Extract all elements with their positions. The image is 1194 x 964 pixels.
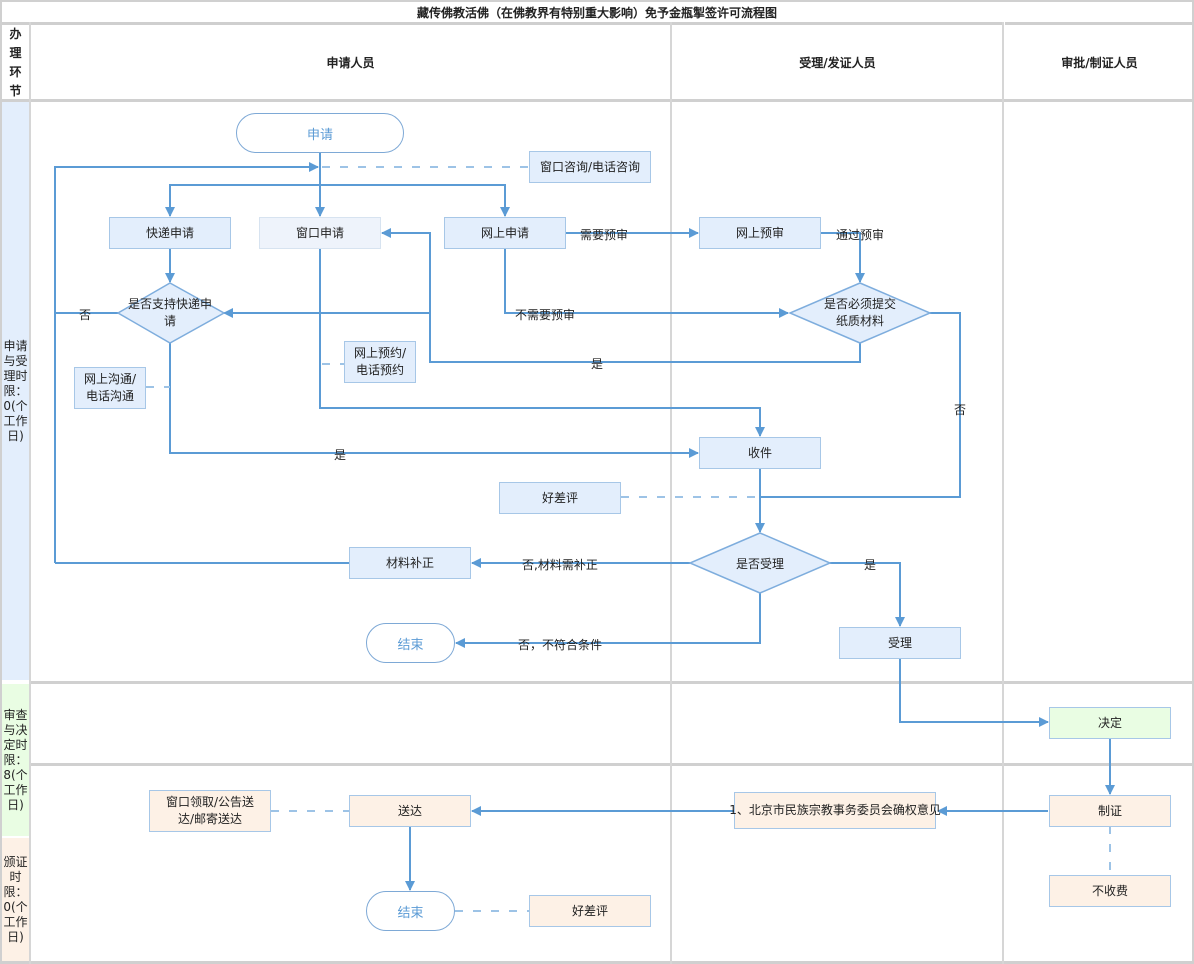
stage-header-label: 办理环节 xyxy=(9,26,22,98)
edge-decision-accept xyxy=(830,562,905,627)
grid-line xyxy=(30,763,1194,766)
edge-support-yes xyxy=(169,343,699,458)
edge-branch-online xyxy=(320,184,510,217)
decision-support-express-label: 是否支持快递申请 xyxy=(128,297,213,328)
decide-box[interactable]: 决定 xyxy=(1049,707,1171,739)
decision-support-express xyxy=(116,282,226,344)
column-header-acceptor: 受理/发证人员 xyxy=(672,22,1003,100)
grid-line xyxy=(0,961,1194,964)
column-header-approver: 审批/制证人员 xyxy=(1005,22,1194,100)
diagram-title: 藏传佛教活佛（在佛教界有特别重大影响）免予金瓶掣签许可流程图 xyxy=(0,0,1194,22)
window-apply-box[interactable]: 窗口申请 xyxy=(259,217,381,249)
edge-loop-back xyxy=(54,162,319,563)
edge-label-no-supplement: 否,材料需补正 xyxy=(522,558,598,572)
deliver-box[interactable]: 送达 xyxy=(349,795,471,827)
supplement-box[interactable]: 材料补正 xyxy=(349,547,471,579)
column-header-applicant: 申请人员 xyxy=(31,22,670,100)
express-apply-box[interactable]: 快递申请 xyxy=(109,217,231,249)
online-precheck-box[interactable]: 网上预审 xyxy=(699,217,821,249)
edge-online-noprecheck xyxy=(504,248,789,318)
edge-label-paper-no: 否 xyxy=(954,403,967,417)
edge-paper-yes xyxy=(381,228,861,363)
decision-accept-label: 是否受理 xyxy=(735,557,784,571)
edge-label-need-precheck: 需要预审 xyxy=(580,228,629,242)
edge-window-receive xyxy=(319,248,765,437)
start-terminal[interactable]: 申请 xyxy=(236,113,404,153)
accept-box[interactable]: 受理 xyxy=(839,627,961,659)
grid-line xyxy=(0,22,2,964)
grid-line xyxy=(29,22,31,964)
lane-label-review: 审查与决定时限：8(个工作日) xyxy=(2,684,29,836)
delivery-methods-box[interactable]: 窗口领取/公告送达/邮寄送达 xyxy=(149,790,271,832)
grid-line xyxy=(670,22,672,964)
edge-label-no-ineligible: 否，不符合条件 xyxy=(518,638,603,652)
grid-line xyxy=(30,681,1194,684)
edge-label-no-precheck: 不需要预审 xyxy=(515,308,576,322)
receive-box[interactable]: 收件 xyxy=(699,437,821,469)
confirm-box[interactable]: 1、北京市民族宗教事务委员会确权意见 xyxy=(729,792,941,829)
edge-paper-no xyxy=(760,312,961,498)
consult-box[interactable]: 窗口咨询/电话咨询 xyxy=(529,151,651,183)
edge-label-accept-yes: 是 xyxy=(864,558,877,572)
online-comm-box[interactable]: 网上沟通/电话沟通 xyxy=(74,367,146,409)
edge-label-pass-precheck: 通过预审 xyxy=(836,228,885,242)
lane-label-application: 申请与受理时限：0(个工作日) xyxy=(2,102,29,680)
end-terminal-1[interactable]: 结束 xyxy=(366,623,455,663)
edge-branch-express xyxy=(165,184,320,217)
grid-line xyxy=(0,99,1194,102)
edge-decision-end xyxy=(455,593,761,648)
edge-label-support-yes: 是 xyxy=(334,448,347,462)
make-cert-box[interactable]: 制证 xyxy=(1049,795,1171,827)
rating-box-1[interactable]: 好差评 xyxy=(499,482,621,514)
online-booking-box[interactable]: 网上预约/电话预约 xyxy=(344,341,416,383)
rating-box-2[interactable]: 好差评 xyxy=(529,895,651,927)
decision-paper-required-label: 是否必须提交纸质材料 xyxy=(823,297,896,328)
online-apply-box[interactable]: 网上申请 xyxy=(444,217,566,249)
edge-label-support-no: 否 xyxy=(79,308,92,322)
decision-paper-required xyxy=(788,282,932,344)
edge-label-paper-yes: 是 xyxy=(591,357,604,371)
no-fee-box[interactable]: 不收费 xyxy=(1049,875,1171,907)
lane-label-certificate: 颁证时限：0(个工作日) xyxy=(2,838,29,962)
grid-line xyxy=(1002,22,1004,964)
edge-accept-decide xyxy=(899,658,1049,727)
end-terminal-2[interactable]: 结束 xyxy=(366,891,455,931)
grid-line xyxy=(1192,22,1194,964)
edge-precheck-paper xyxy=(821,232,865,283)
decision-accept xyxy=(688,532,832,594)
